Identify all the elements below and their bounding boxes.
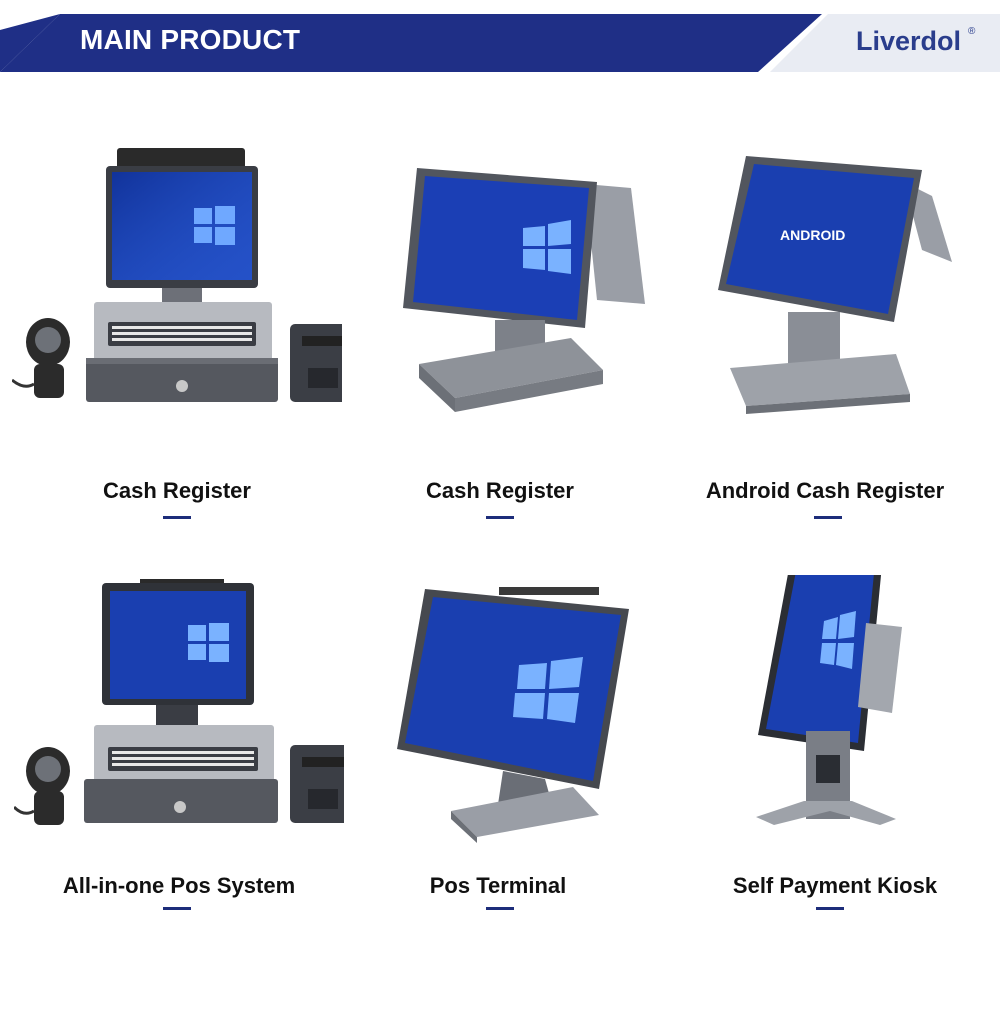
brand-logo: Liverdol: [856, 26, 962, 56]
product-label: Cash Register: [103, 478, 251, 503]
product-label: All-in-one Pos System: [62, 873, 296, 898]
label-underline: [816, 907, 844, 910]
page-title: MAIN PRODUCT: [80, 24, 301, 55]
product-card[interactable]: ANDROID Android Cash Register: [660, 140, 990, 540]
android-logo-text: ANDROID: [780, 227, 845, 243]
product-label: Self Payment Kiosk: [732, 873, 938, 898]
product-card[interactable]: Self Payment Kiosk: [670, 575, 1000, 975]
self-payment-kiosk-image: [756, 575, 902, 825]
registered-mark: ®: [968, 26, 976, 37]
android-register-image: ANDROID: [718, 156, 952, 414]
label-underline: [486, 516, 514, 519]
product-card[interactable]: Cash Register: [335, 140, 665, 540]
header-banner: MAIN PRODUCT Liverdol ®: [0, 0, 1000, 80]
label-underline: [486, 907, 514, 910]
product-card[interactable]: Cash Register: [12, 140, 342, 540]
product-label: Pos Terminal: [429, 873, 567, 898]
label-underline: [163, 516, 191, 519]
all-in-one-pos-image: [14, 579, 344, 825]
product-card[interactable]: Pos Terminal: [333, 575, 663, 975]
pos-terminal-image: [397, 587, 629, 843]
banner-background: [0, 14, 1000, 72]
label-underline: [814, 516, 842, 519]
product-label: Android Cash Register: [705, 478, 945, 503]
product-label: Cash Register: [426, 478, 574, 503]
label-underline: [163, 907, 191, 910]
cash-register-image: [12, 148, 342, 402]
product-card[interactable]: All-in-one Pos System: [14, 575, 344, 975]
dual-screen-register-image: [403, 168, 645, 412]
